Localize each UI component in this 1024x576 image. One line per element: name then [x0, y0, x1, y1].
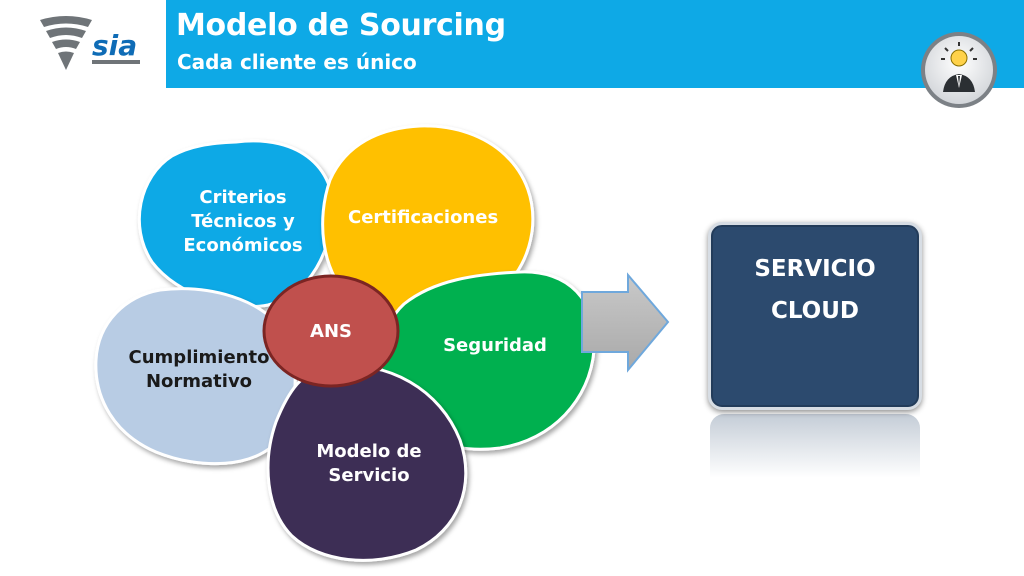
label-certificaciones: Certificaciones — [348, 207, 499, 228]
label-ans: ANS — [310, 321, 352, 342]
label-cumplimiento: Cumplimiento Normativo — [128, 347, 270, 392]
wifi-signal-logo-icon: sia — [40, 16, 140, 70]
header-bar — [166, 0, 1024, 88]
logo-area: sia — [0, 0, 166, 88]
service-box-reflection — [710, 414, 920, 478]
label-seguridad: Seguridad — [443, 335, 547, 356]
page-subtitle: Cada cliente es único — [177, 50, 417, 74]
cloud-label: CLOUD — [770, 298, 860, 324]
servicio-label: SERVICIO — [754, 256, 876, 282]
label-criterios: Criterios Técnicos y Económicos — [183, 187, 303, 256]
petal-modelo — [266, 363, 468, 562]
idea-businessman-icon — [921, 32, 997, 108]
servicio-cloud-box — [708, 222, 922, 410]
logo-text: sia — [92, 29, 137, 62]
center-ans-circle — [262, 274, 400, 388]
page-title: Modelo de Sourcing — [176, 8, 506, 43]
right-arrow-icon — [581, 272, 670, 373]
label-modelo: Modelo de Servicio — [316, 441, 422, 486]
